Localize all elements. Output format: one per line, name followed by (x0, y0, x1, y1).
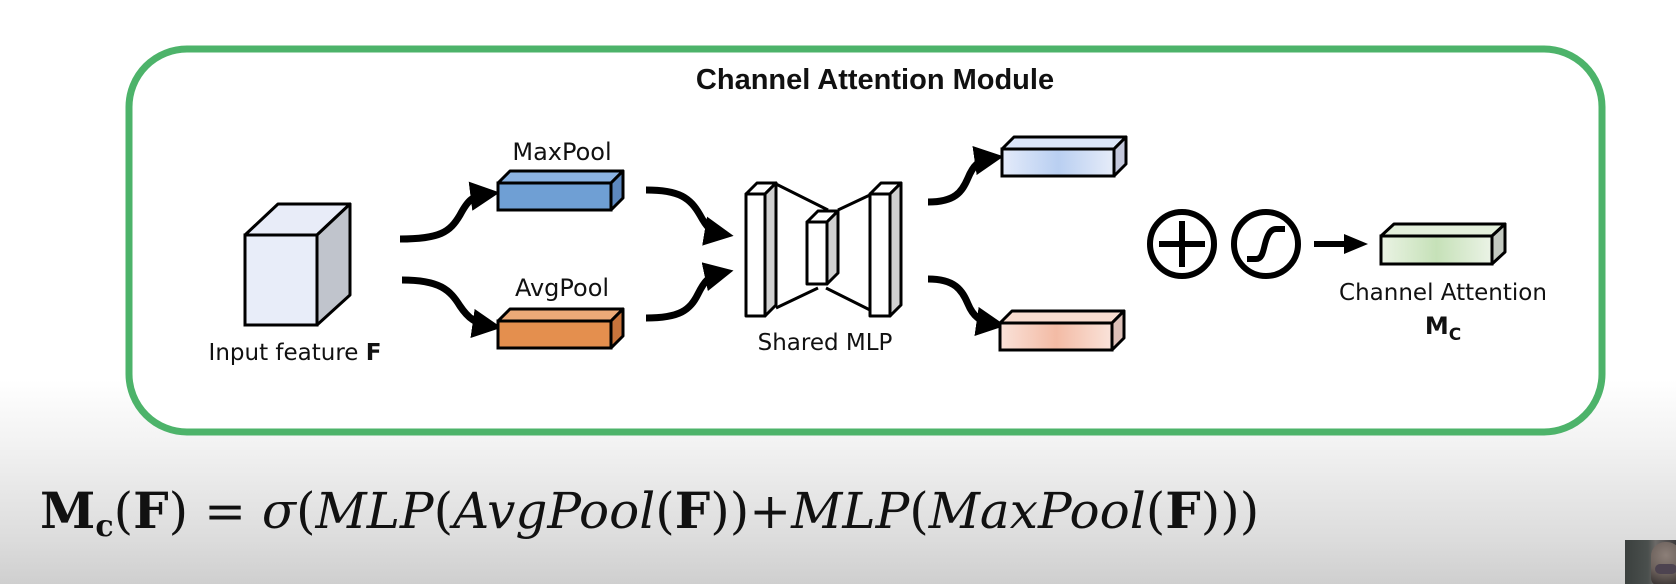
circled-plus-icon (1147, 209, 1217, 279)
formula-plus: + (749, 482, 792, 540)
arrow-maxpool-to-mlp (645, 186, 734, 246)
formula-lhs-symbol: M (40, 481, 96, 540)
input-feature-label: Input feature F (209, 340, 382, 366)
module-title: Channel Attention Module (696, 64, 1054, 96)
arrow-to-maxpool (399, 181, 500, 243)
formula-paren: ( (296, 482, 316, 540)
sigmoid-icon (1231, 209, 1301, 279)
shared-mlp-icon (744, 181, 903, 318)
formula-paren: ( (655, 482, 675, 540)
channel-attention-vector (1379, 222, 1507, 266)
formula-f-1: F (674, 481, 711, 540)
channel-attention-diagram: Channel Attention Module Input feature F… (125, 45, 1606, 436)
channel-attention-label: Channel Attention (1339, 280, 1547, 306)
input-feature-cube (243, 202, 352, 327)
formula-equals: = (188, 482, 262, 540)
arrow-mlp-to-max-output (927, 145, 1004, 206)
formula-paren: ) (168, 482, 189, 540)
formula-maxpool: MaxPool (928, 482, 1146, 540)
formula-paren: )) (710, 482, 750, 540)
channel-attention-formula: Mc(F) = σ(MLP(AvgPool(F))+MLP(MaxPool(F)… (40, 486, 1259, 542)
maxpool-label: MaxPool (512, 138, 611, 166)
formula-f-2: F (1165, 481, 1201, 540)
formula-avgpool: AvgPool (453, 482, 656, 540)
formula-lhs-arg: F (133, 481, 169, 540)
formula-paren: ( (433, 482, 454, 540)
formula-mlp-2: MLP (791, 482, 910, 540)
arrow-avgpool-to-mlp (645, 262, 734, 322)
presenter-glasses (1655, 564, 1676, 574)
avgpool-vector (496, 307, 625, 350)
maxpool-mlp-output-vector (1000, 135, 1128, 178)
formula-paren: ))) (1200, 482, 1260, 540)
formula-mlp-1: MLP (315, 482, 434, 540)
avgpool-mlp-output-vector (998, 309, 1126, 352)
formula-paren: ( (1145, 482, 1166, 540)
arrow-mlp-to-avg-output (927, 275, 1006, 337)
shared-mlp-label: Shared MLP (758, 330, 893, 356)
formula-paren: ( (113, 482, 134, 540)
formula-paren: ( (909, 482, 929, 540)
arrow-to-avgpool (401, 276, 502, 339)
avgpool-label: AvgPool (515, 274, 609, 302)
webcam-thumbnail (1625, 540, 1676, 584)
presenter-face (1651, 542, 1676, 584)
arrow-to-result (1314, 234, 1368, 254)
channel-attention-symbol: MC (1425, 312, 1461, 345)
maxpool-vector (496, 169, 625, 212)
formula-sigma: σ (261, 482, 296, 540)
formula-lhs-sub: c (95, 509, 114, 544)
